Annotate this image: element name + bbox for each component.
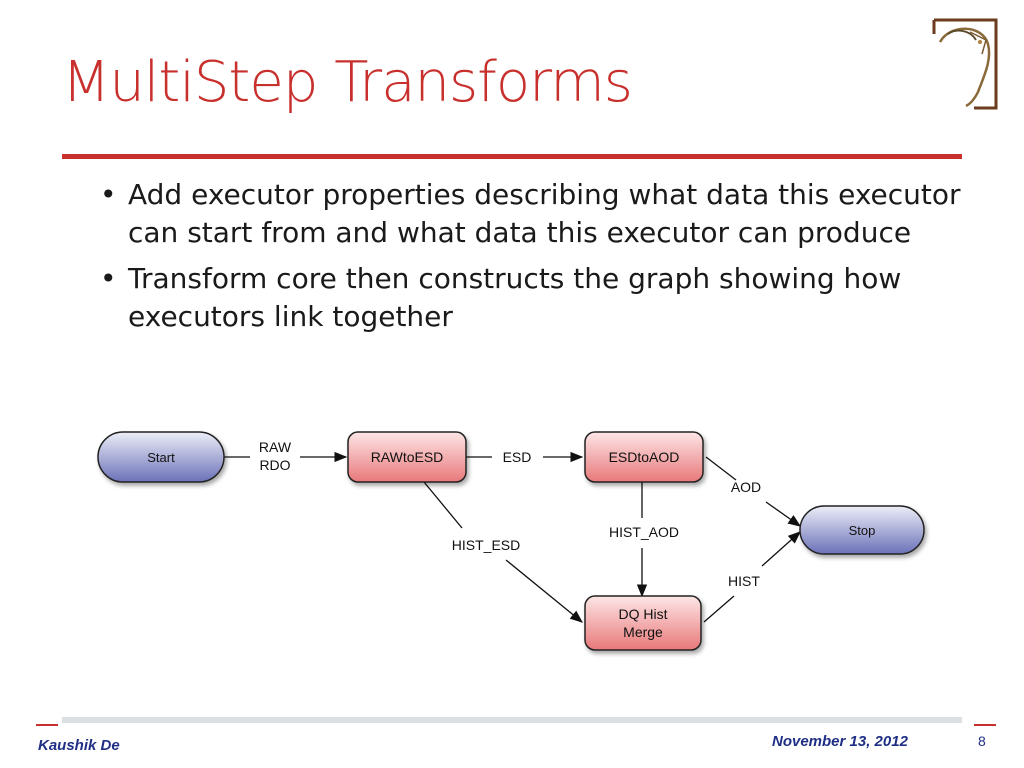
logo-icon	[932, 18, 998, 110]
slide-title: MultiStep Transforms	[62, 50, 633, 115]
node-esdtoaod	[584, 431, 704, 483]
node-rawtoesd-label: RAWtoESD	[371, 449, 444, 465]
node-start	[97, 431, 225, 483]
node-stop	[799, 505, 925, 555]
title-divider	[62, 154, 962, 159]
footer-divider	[62, 717, 962, 723]
node-dq-hist-merge-line1: DQ Hist	[619, 606, 668, 622]
bullet-item: • Add executor properties describing wha…	[100, 176, 980, 252]
footer-right-tick	[974, 724, 996, 726]
node-dq-hist-merge	[584, 595, 702, 651]
edge-dqmerge-stop	[703, 531, 801, 623]
footer-author: Kaushik De	[38, 737, 120, 754]
edge-label-rdo: RDO	[259, 457, 290, 473]
footer-left-tick	[36, 724, 58, 726]
edge-label-hist-aod: HIST_AOD	[609, 524, 679, 540]
node-esdtoaod-label: ESDtoAOD	[609, 449, 680, 465]
footer-date: November 13, 2012	[772, 733, 908, 750]
edge-rawtoesd-dqmerge	[423, 481, 584, 623]
bullet-text: Transform core then constructs the graph…	[128, 262, 902, 333]
edge-label-raw: RAW	[259, 439, 292, 455]
bullet-text: Add executor properties describing what …	[128, 178, 961, 249]
edge-esdtoaod-stop	[705, 456, 802, 527]
edge-label-hist: HIST	[728, 573, 760, 589]
bullet-dot: •	[100, 262, 117, 295]
edge-label-aod: AOD	[731, 479, 761, 495]
node-rawtoesd	[347, 431, 467, 483]
bullet-dot: •	[100, 178, 117, 211]
node-stop-label: Stop	[849, 523, 876, 538]
edge-label-esd: ESD	[503, 449, 532, 465]
edge-label-hist-esd: HIST_ESD	[452, 537, 520, 553]
transform-graph: RAW RDO ESD AOD HIST_ESD HIST_AOD HIST S…	[97, 431, 925, 651]
node-dq-hist-merge-line2: Merge	[623, 624, 663, 640]
page-number: 8	[978, 733, 986, 749]
bullet-list: • Add executor properties describing wha…	[100, 176, 980, 344]
node-start-label: Start	[147, 450, 175, 465]
bullet-item: • Transform core then constructs the gra…	[100, 260, 980, 336]
